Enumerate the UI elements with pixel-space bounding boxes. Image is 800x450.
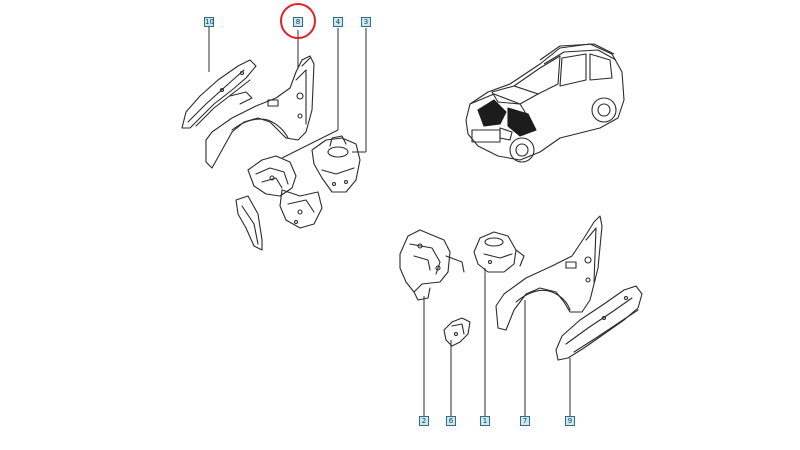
leader-lines (208, 27, 571, 416)
callout-1[interactable]: 1 (480, 416, 490, 426)
highlight-ring-callout-8 (280, 3, 316, 39)
part-lower-plate-left (235, 195, 263, 251)
part-2-bracket (399, 229, 465, 301)
part-6-small-bracket (443, 317, 471, 347)
part-10-rail (181, 59, 257, 129)
callout-6[interactable]: 6 (446, 416, 456, 426)
callout-10[interactable]: 10 (204, 17, 214, 27)
leader-4b (281, 129, 339, 159)
callout-7[interactable]: 7 (520, 416, 530, 426)
part-8-fender (205, 55, 315, 169)
part-3-strut-tower (311, 135, 361, 193)
callout-2[interactable]: 2 (419, 416, 429, 426)
part-4-bracket (247, 155, 323, 229)
callout-3[interactable]: 3 (361, 17, 371, 27)
part-7-fender (495, 215, 603, 331)
vehicle-reference-illustration (465, 43, 625, 163)
part-1-strut-tower (473, 231, 525, 273)
callout-4[interactable]: 4 (333, 17, 343, 27)
callout-9[interactable]: 9 (565, 416, 575, 426)
part-9-rail (555, 285, 643, 361)
